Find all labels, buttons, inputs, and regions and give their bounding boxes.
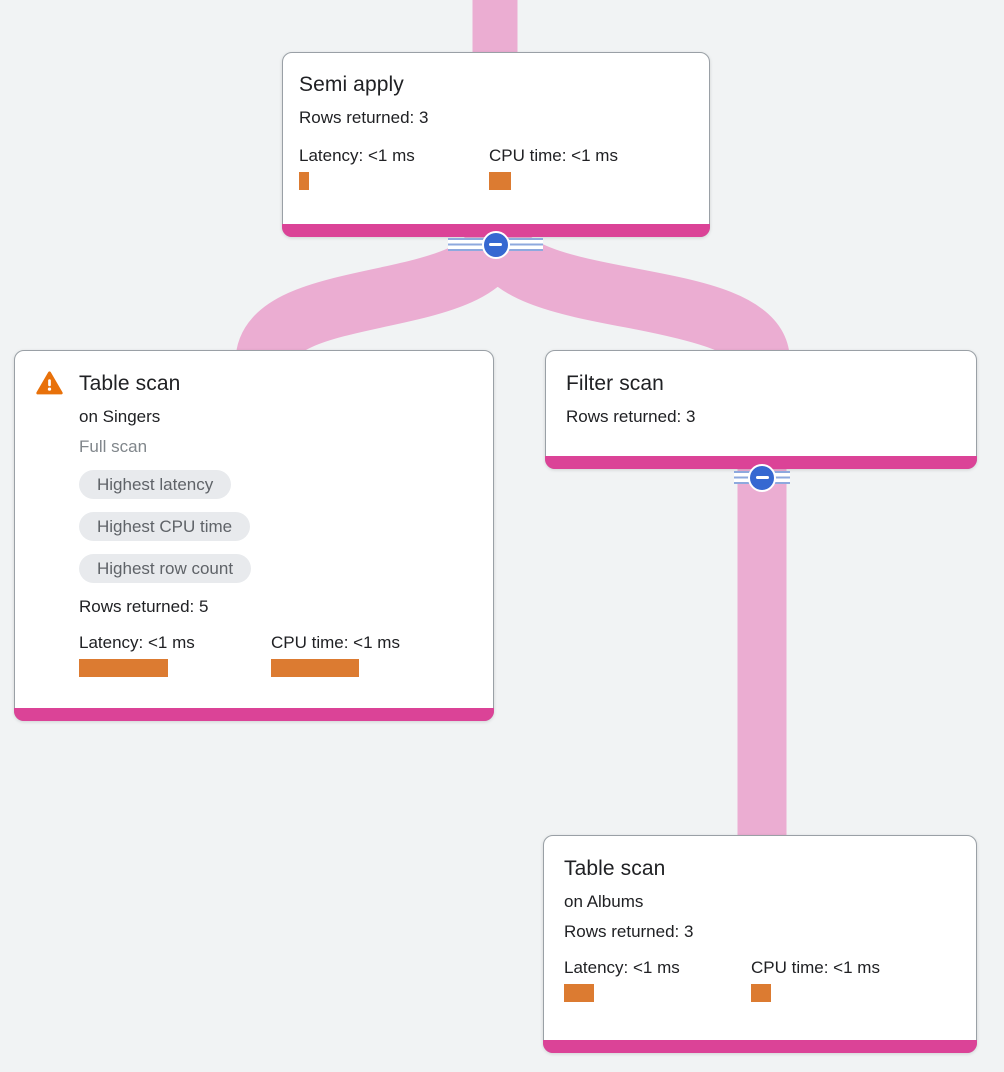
cpu-time-metric: CPU time: <1 ms [489,146,618,190]
rows-returned-text: Rows returned: 5 [79,597,209,616]
latency-bar [79,659,168,677]
node-semi-apply[interactable]: Semi apply Rows returned: 3 Latency: <1 … [282,52,710,237]
edge-semi-apply-to-filter-scan [467,225,790,367]
cpu-time-metric: CPU time: <1 ms [271,633,400,677]
node-title: Semi apply [299,73,404,96]
metrics-row: Latency: <1 ms CPU time: <1 ms [299,146,693,190]
collapse-minus-icon [748,463,776,492]
node-table-scan-singers[interactable]: Table scan on Singers Full scan Highest … [14,350,494,721]
cpu-time-label: CPU time: <1 ms [751,958,880,977]
node-title: Table scan [79,372,181,395]
metrics-row: Latency: <1 ms CPU time: <1 ms [79,633,473,677]
node-subtitle: on Albums [564,892,644,911]
node-subtitle: on Singers [79,407,161,426]
collapse-minus-icon [481,230,510,259]
cpu-time-bar [489,172,511,190]
node-title: Filter scan [566,372,664,395]
latency-bar [299,172,309,190]
rows-returned-text: Rows returned: 3 [299,108,429,127]
metrics-row: Latency: <1 ms CPU time: <1 ms [564,958,956,1002]
minus-glyph [755,476,769,479]
node-accent-bar [545,456,977,469]
chip-highest-cpu-time: Highest CPU time [79,512,251,541]
node-title: Table scan [564,857,666,880]
node-filter-scan[interactable]: Filter scan Rows returned: 3 [545,350,977,469]
latency-bar [564,984,594,1002]
latency-label: Latency: <1 ms [299,146,415,165]
cpu-time-bar [751,984,771,1002]
chip-highest-row-count: Highest row count [79,554,252,583]
badge-chips: Highest latency Highest CPU time Highest… [79,470,473,583]
latency-label: Latency: <1 ms [79,633,195,652]
latency-metric: Latency: <1 ms [79,633,271,677]
chip-highest-latency: Highest latency [79,470,232,499]
latency-metric: Latency: <1 ms [299,146,489,190]
latency-metric: Latency: <1 ms [564,958,751,1002]
node-accent-bar [14,708,494,721]
collapse-button-filter-scan[interactable] [734,463,790,492]
latency-label: Latency: <1 ms [564,958,680,977]
minus-glyph [489,243,502,246]
node-accent-bar [543,1040,977,1053]
cpu-time-label: CPU time: <1 ms [271,633,400,652]
rows-returned-text: Rows returned: 3 [566,407,696,426]
scan-type-text: Full scan [79,437,148,456]
collapse-button-semi-apply[interactable] [448,230,543,259]
cpu-time-label: CPU time: <1 ms [489,146,618,165]
warning-icon [36,371,63,395]
cpu-time-bar [271,659,359,677]
node-table-scan-albums[interactable]: Table scan on Albums Rows returned: 3 La… [543,835,977,1053]
rows-returned-text: Rows returned: 3 [564,922,694,941]
cpu-time-metric: CPU time: <1 ms [751,958,880,1002]
